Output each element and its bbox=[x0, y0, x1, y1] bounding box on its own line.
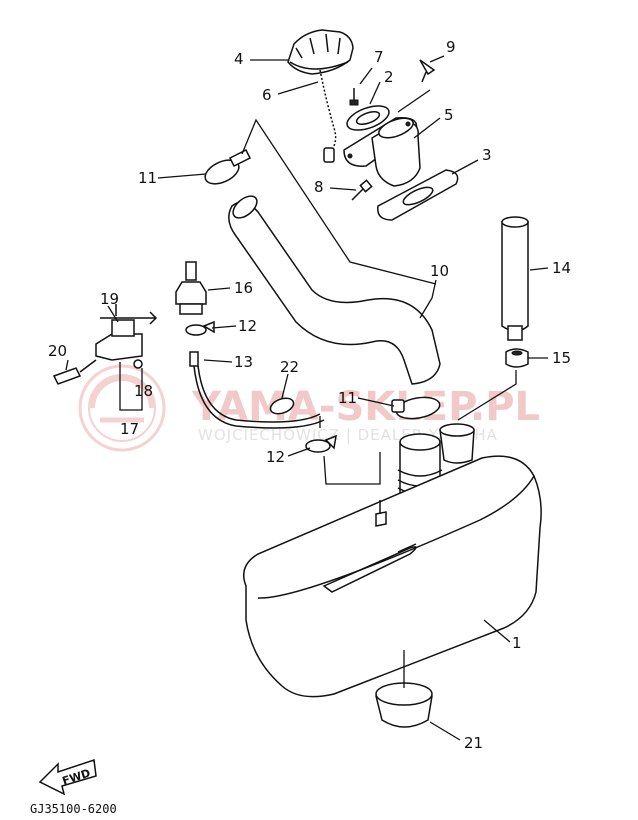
drawing-code: GJ35100-6200 bbox=[30, 802, 117, 816]
part-cap-chain bbox=[319, 69, 337, 163]
part-rivet bbox=[419, 59, 436, 83]
part-screw bbox=[349, 88, 359, 106]
label-part-11-upper: 11 bbox=[138, 169, 157, 187]
part-fuel-cock bbox=[52, 304, 158, 385]
label-part-20: 20 bbox=[48, 342, 67, 360]
label-part-21: 21 bbox=[464, 734, 483, 752]
part-fuel-cap bbox=[287, 29, 354, 75]
watermark-logo bbox=[78, 364, 166, 452]
label-part-11-lower: 11 bbox=[338, 389, 357, 407]
label-part-15: 15 bbox=[552, 349, 571, 367]
label-part-17: 17 bbox=[120, 420, 139, 438]
label-part-9: 9 bbox=[446, 38, 456, 56]
part-hose-clamp-upper bbox=[204, 148, 252, 185]
label-part-22: 22 bbox=[280, 358, 299, 376]
part-fuel-tank bbox=[243, 455, 542, 698]
forward-direction-arrow: FWD bbox=[38, 758, 97, 796]
label-part-4: 4 bbox=[234, 50, 244, 68]
label-part-6: 6 bbox=[262, 86, 272, 104]
part-filler-neck bbox=[343, 117, 421, 187]
part-clip bbox=[269, 397, 295, 415]
label-part-10: 10 bbox=[430, 262, 449, 280]
label-part-1: 1 bbox=[512, 634, 522, 652]
callout-labels: 1 2 3 4 5 6 7 8 9 10 11 11 12 12 13 14 1… bbox=[48, 38, 571, 752]
part-vent-grommet-seat bbox=[439, 423, 475, 464]
label-part-3: 3 bbox=[482, 146, 492, 164]
part-filler-hose bbox=[228, 195, 441, 385]
part-gasket-ring bbox=[346, 105, 390, 131]
part-vent-tube bbox=[501, 216, 529, 341]
part-hose-clip-upper bbox=[185, 320, 215, 336]
part-screw-8 bbox=[351, 179, 373, 201]
part-grommet bbox=[505, 348, 529, 368]
label-part-13: 13 bbox=[234, 353, 253, 371]
label-part-16: 16 bbox=[234, 279, 253, 297]
label-part-12-lower: 12 bbox=[266, 448, 285, 466]
watermark-main-text: YAMA-SKLEP.PL bbox=[191, 384, 540, 430]
label-part-19: 19 bbox=[100, 290, 119, 308]
part-drain-cup bbox=[375, 682, 433, 728]
watermark: YAMA-SKLEP.PL WOJCIECHOWICZ | DEALER YAM… bbox=[78, 364, 540, 452]
label-part-18: 18 bbox=[134, 382, 153, 400]
label-part-2: 2 bbox=[384, 68, 394, 86]
part-hose-clamp-lower bbox=[391, 396, 441, 420]
label-part-14: 14 bbox=[552, 259, 571, 277]
part-fuel-fitting bbox=[175, 261, 207, 315]
label-part-5: 5 bbox=[444, 106, 454, 124]
leader-lines bbox=[65, 55, 549, 741]
label-part-12-upper: 12 bbox=[238, 317, 257, 335]
part-hose-clip-lower bbox=[305, 434, 337, 453]
part-base-gasket bbox=[377, 169, 459, 221]
label-part-7: 7 bbox=[374, 48, 384, 66]
part-fuel-hose bbox=[189, 351, 325, 429]
label-part-8: 8 bbox=[314, 178, 324, 196]
